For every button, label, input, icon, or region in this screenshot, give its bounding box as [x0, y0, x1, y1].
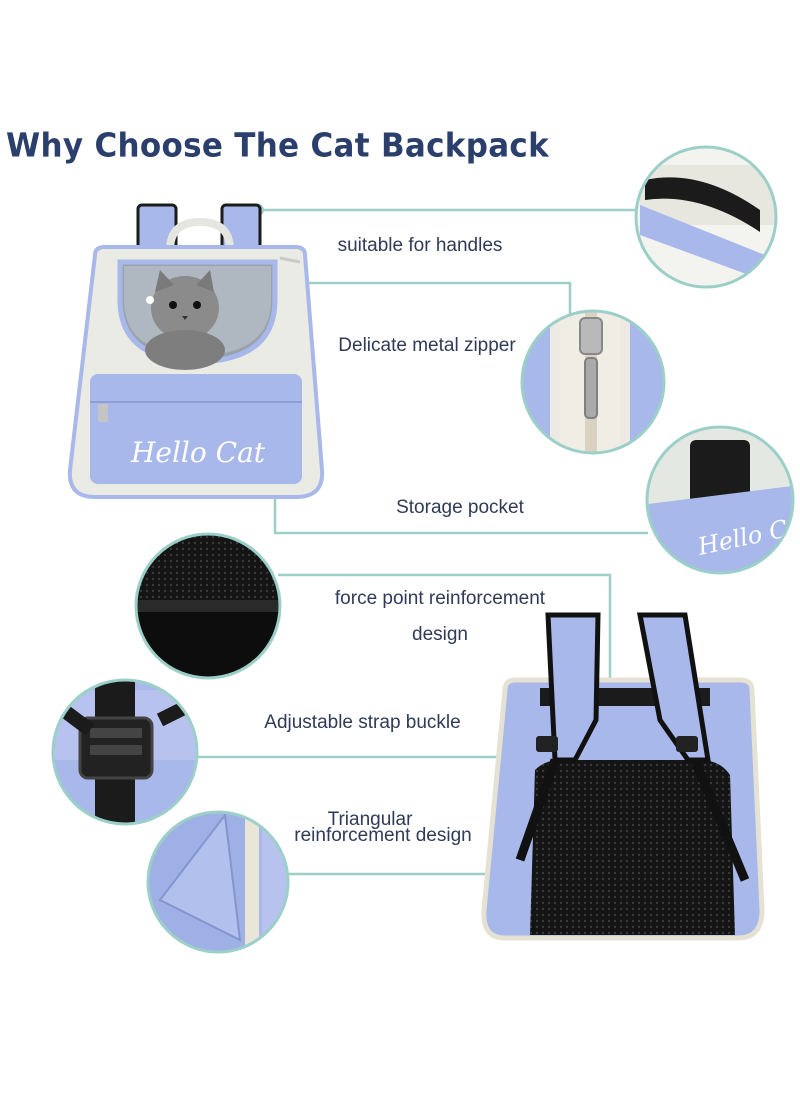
zipper-closeup-icon	[520, 309, 666, 455]
mesh-closeup-icon	[134, 532, 282, 680]
front-backpack: Hello Cat	[67, 203, 325, 499]
label-zipper: Delicate metal zipper	[338, 335, 516, 356]
connector-lines	[197, 208, 648, 876]
pocket-closeup-icon: Hello Cat	[645, 425, 795, 575]
triangle-closeup-icon	[146, 810, 290, 954]
label-buckle: Adjustable strap buckle	[264, 712, 461, 733]
label-pocket: Storage pocket	[396, 497, 524, 518]
page-title: Why Choose The Cat Backpack	[6, 127, 550, 165]
handle-closeup-icon	[634, 145, 778, 289]
cat-picture	[145, 270, 225, 370]
label-triangle-1: Triangular	[327, 809, 413, 830]
label-handles: suitable for handles	[337, 235, 503, 256]
back-backpack	[481, 612, 765, 941]
label-force-point-1: force point reinforcement	[334, 588, 546, 609]
label-force-point-2: design	[412, 624, 468, 645]
label-triangle-2: reinforcement design	[294, 825, 472, 846]
buckle-closeup-icon	[51, 678, 199, 826]
pocket-text: Hello Cat	[130, 436, 266, 469]
